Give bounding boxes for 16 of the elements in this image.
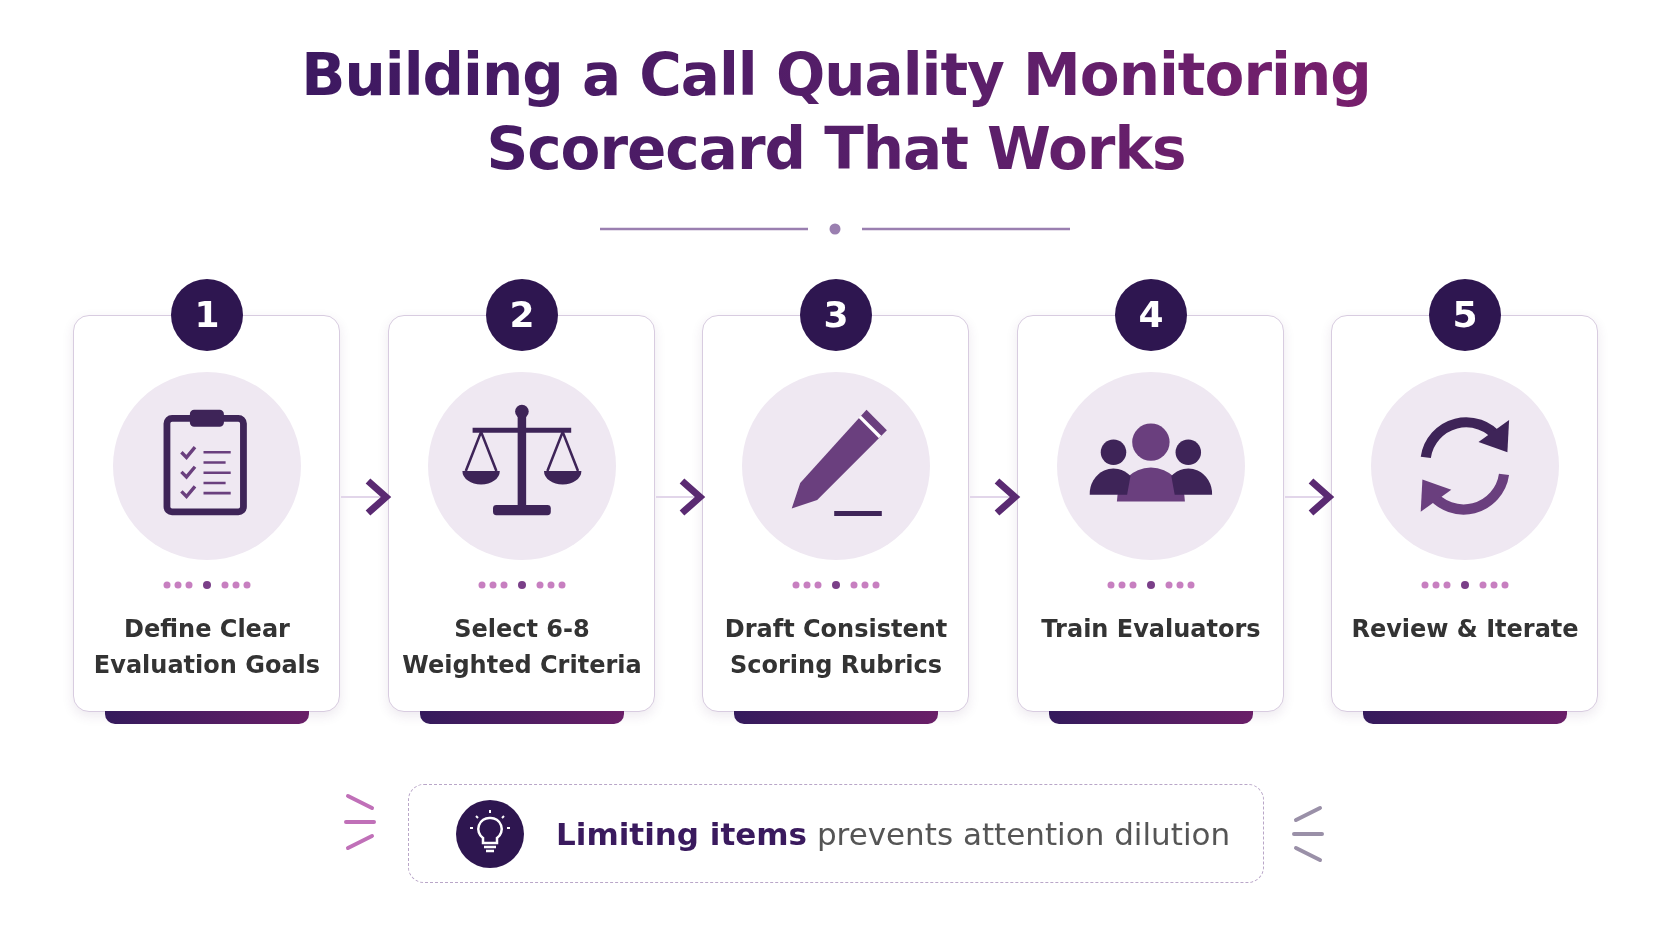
chevron-arrow (340, 477, 390, 517)
step-title: Draft Consistent Scoring Rubrics (723, 614, 949, 681)
step-title: Define Clear Evaluation Goals (92, 614, 322, 681)
chevron-arrow (969, 477, 1019, 517)
step-title: Review & Iterate (1350, 614, 1580, 645)
note-text: Limiting items prevents attention dilution (556, 815, 1231, 853)
note-box (408, 784, 1264, 883)
chevron-arrow (655, 477, 704, 517)
step-title: Train Evaluators (1040, 614, 1262, 645)
step-title: Select 6-8 Weighted Criteria (402, 614, 642, 681)
step-number: 1 (171, 279, 243, 351)
step-number: 3 (800, 279, 872, 351)
step-number: 4 (1115, 279, 1187, 351)
chevron-arrow (1284, 477, 1333, 517)
step-number: 5 (1429, 279, 1501, 351)
step-number: 2 (486, 279, 558, 351)
